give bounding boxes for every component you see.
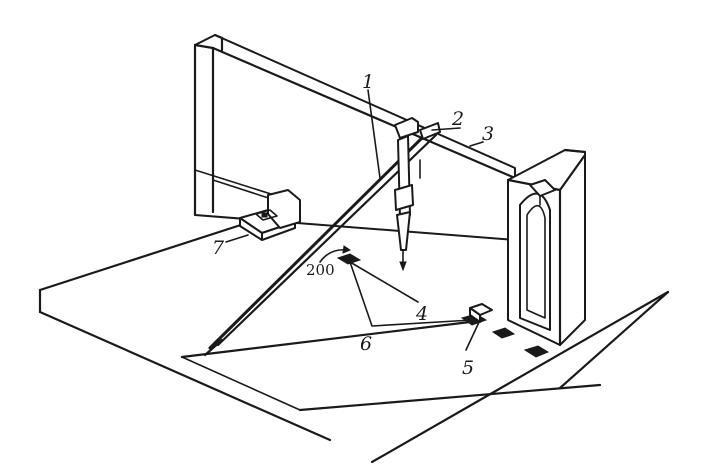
label-4: 4 [415, 303, 428, 325]
label-3: 3 [482, 123, 494, 145]
leader-lines [225, 89, 484, 351]
back-wall [193, 33, 517, 241]
label-1: 1 [362, 71, 374, 93]
label-5: 5 [462, 357, 474, 379]
floor-marks [336, 253, 550, 358]
top-clamp [394, 117, 441, 140]
end-wall [506, 148, 587, 347]
label-2: 2 [451, 108, 464, 130]
plumb-bob [394, 135, 414, 272]
dimension-arc [319, 245, 352, 263]
label-6: 6 [360, 333, 372, 355]
reference-block [239, 189, 301, 241]
dimension-label: 200 [306, 261, 335, 279]
label-7: 7 [212, 237, 225, 259]
